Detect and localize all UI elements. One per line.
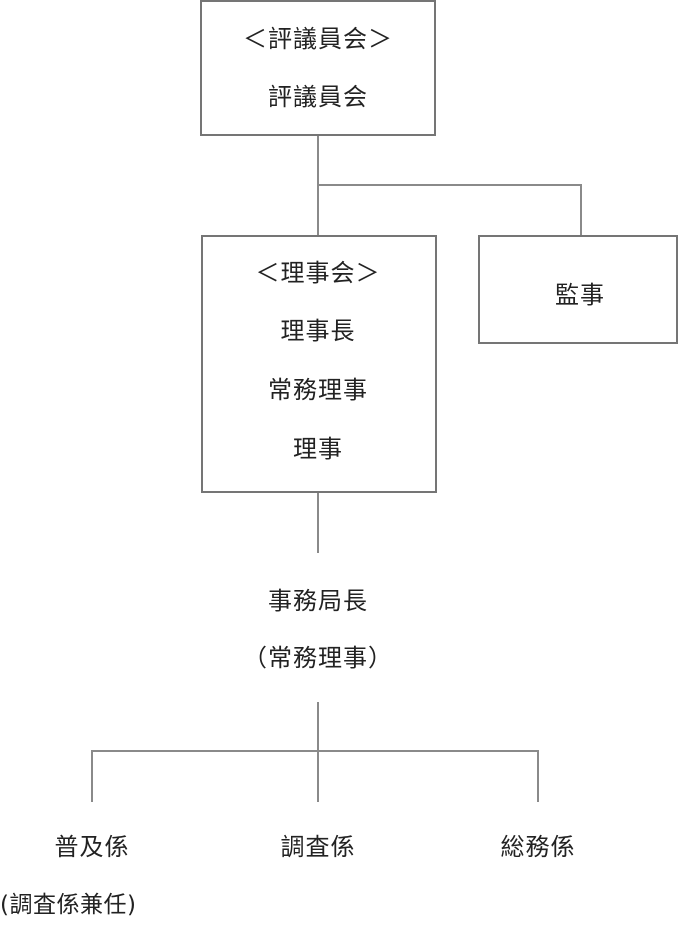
connector-board-to-secretary <box>317 493 319 553</box>
board-heading: ＜理事会＞ <box>255 259 381 287</box>
secretary-general-note: （常務理事） <box>243 644 393 672</box>
auditor-box <box>478 235 678 344</box>
connector-secretary-to-sections <box>317 702 319 802</box>
council-box <box>200 0 436 136</box>
section-outreach-note: (調査係兼任) <box>0 892 137 918</box>
secretary-general-title: 事務局長 <box>268 587 368 615</box>
connector-sections-bar <box>91 750 539 752</box>
connector-branch-to-auditor <box>317 184 582 186</box>
section-outreach: 普及係 <box>54 833 130 861</box>
connector-section-left <box>91 750 93 802</box>
council-member: 評議員会 <box>268 83 368 111</box>
council-heading: ＜評議員会＞ <box>243 25 393 53</box>
section-research: 調査係 <box>280 833 356 861</box>
connector-council-to-branch <box>317 136 319 238</box>
connector-section-right <box>537 750 539 802</box>
board-member-chair: 理事長 <box>280 317 356 345</box>
board-box <box>201 235 437 493</box>
auditor-label: 監事 <box>555 281 605 309</box>
board-member-executive: 常務理事 <box>268 376 368 404</box>
board-member-director: 理事 <box>293 435 343 463</box>
section-general-affairs: 総務係 <box>500 833 576 861</box>
connector-auditor-drop <box>580 184 582 236</box>
